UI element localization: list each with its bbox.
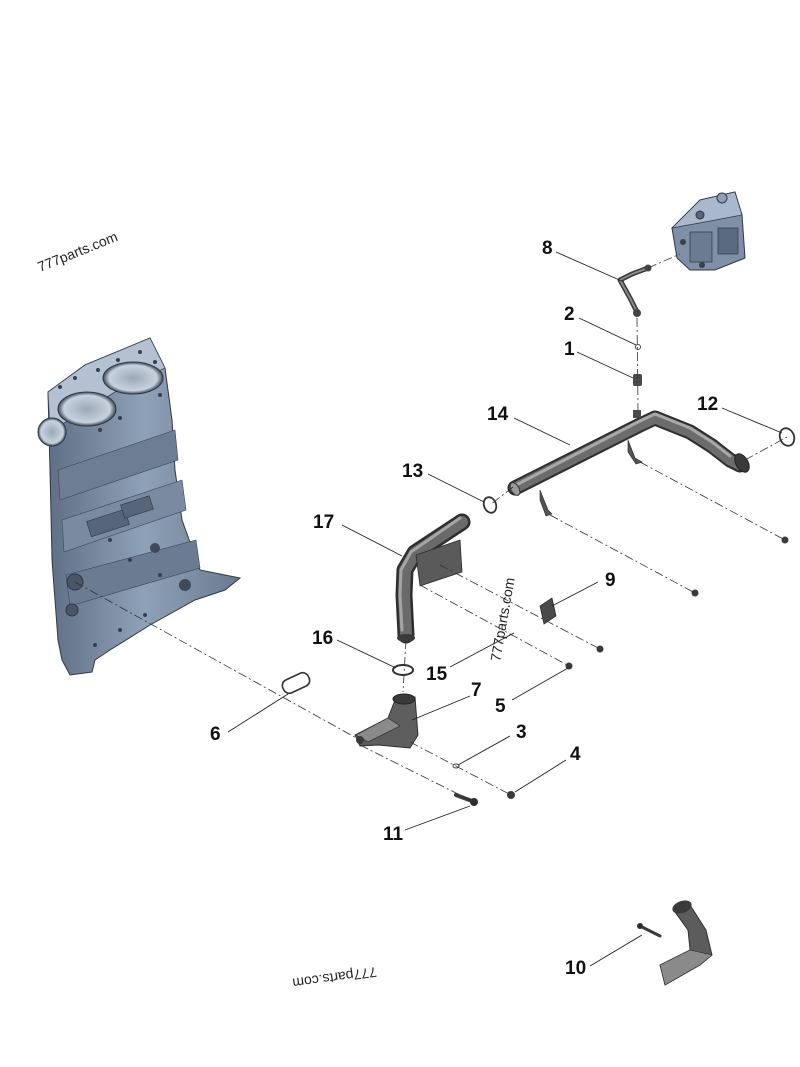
part-7-suction-housing bbox=[354, 693, 419, 749]
callout-4: 4 bbox=[570, 744, 581, 765]
callout-17: 17 bbox=[313, 512, 334, 533]
callout-7: 7 bbox=[471, 680, 482, 701]
part-11-bolt bbox=[454, 793, 478, 806]
watermark-center: 777parts.com bbox=[487, 576, 517, 662]
cylinder-bore-icon bbox=[57, 391, 117, 427]
part-16-o-ring bbox=[392, 664, 414, 676]
callout-10: 10 bbox=[565, 958, 586, 979]
assembly-centerlines bbox=[74, 253, 788, 803]
callout-3: 3 bbox=[516, 722, 527, 743]
callout-13: 13 bbox=[402, 461, 423, 482]
callout-5: 5 bbox=[495, 696, 506, 717]
callout-leader-lines bbox=[227, 251, 783, 967]
callout-1: 1 bbox=[564, 339, 575, 360]
callout-6: 6 bbox=[210, 724, 221, 745]
callout-12: 12 bbox=[697, 394, 718, 415]
callout-11: 11 bbox=[383, 824, 404, 845]
part-17-elbow-pipe bbox=[395, 513, 471, 644]
part-6-gasket bbox=[281, 671, 311, 695]
callout-2: 2 bbox=[564, 304, 575, 325]
engine-block bbox=[37, 337, 242, 676]
part-14-oil-pipe bbox=[507, 410, 750, 517]
callout-8: 8 bbox=[542, 238, 553, 259]
callout-16: 16 bbox=[312, 628, 333, 649]
callout-15: 15 bbox=[426, 664, 448, 685]
watermark-bottom: 777parts.com bbox=[292, 964, 378, 992]
callout-14: 14 bbox=[487, 404, 509, 425]
callout-labels: 1 2 3 4 5 6 7 8 9 10 11 12 13 14 15 16 1… bbox=[210, 238, 718, 979]
part-1-fitting bbox=[633, 374, 642, 386]
filter-head-housing bbox=[670, 191, 746, 271]
part-13-o-ring bbox=[482, 496, 498, 514]
callout-9: 9 bbox=[605, 570, 616, 591]
cylinder-bore-icon bbox=[102, 361, 164, 395]
part-9-bracket bbox=[539, 597, 557, 625]
part-2-seal bbox=[635, 344, 641, 350]
part-3-washer bbox=[452, 763, 460, 769]
part-8-oil-tube bbox=[617, 264, 652, 317]
part-12-o-ring bbox=[778, 427, 796, 447]
part-10-suction-assembly bbox=[637, 900, 713, 986]
watermark-top-left: 777parts.com bbox=[35, 228, 120, 275]
part-5-nuts bbox=[565, 536, 789, 670]
